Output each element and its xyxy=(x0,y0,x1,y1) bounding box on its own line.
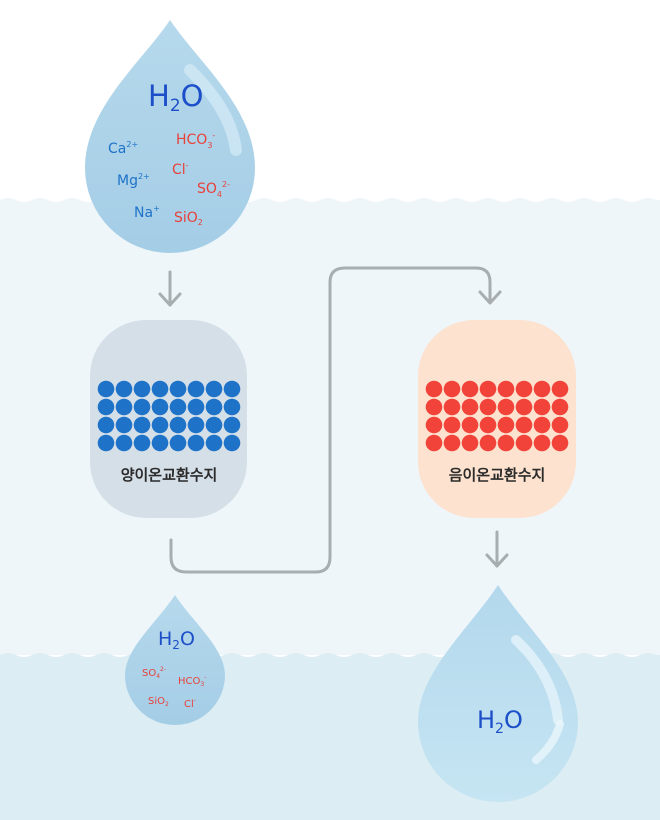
intermediate-anion-chloride: Cl- xyxy=(184,697,196,710)
anion-silica: SiO2 xyxy=(174,210,203,227)
intermediate-anion-sulfate: SO42- xyxy=(142,666,166,680)
cation-resin-label: 양이온교환수지 xyxy=(121,466,218,484)
anion-bicarbonate: HCO3- xyxy=(176,131,215,150)
pure-water-drop: H2O xyxy=(418,585,578,802)
anion-chloride: Cl- xyxy=(172,161,189,178)
anion-bead-grid-icon xyxy=(425,380,569,452)
raw-water-drop-shape xyxy=(85,20,255,253)
anion-sulfate: SO42- xyxy=(197,180,230,199)
anion-resin: 음이온교환수지 xyxy=(418,320,576,518)
intermediate-water-drop: H2O SO42- HCO3- SiO2 Cl- xyxy=(125,595,225,725)
pure-water-drop-shine xyxy=(532,720,564,764)
intermediate-anion-bicarbonate: HCO3- xyxy=(178,674,206,688)
intermediate-water-drop-shape xyxy=(125,595,225,725)
pure-water-h2o: H2O xyxy=(477,706,523,737)
arrow-down-1 xyxy=(158,270,182,307)
pure-water-drop-shape xyxy=(418,585,578,802)
cation-calcium: Ca2+ xyxy=(108,140,138,157)
raw-water-drop: H2O Ca2+ Mg2+ Na+ HCO3- Cl- SO42- SiO2 xyxy=(85,20,255,253)
cation-magnesium: Mg2+ xyxy=(117,172,150,189)
flow-connector xyxy=(169,266,492,574)
arrow-head-2 xyxy=(478,290,502,305)
raw-water-h2o: H2O xyxy=(148,79,203,116)
anion-resin-label: 음이온교환수지 xyxy=(449,466,546,484)
arrow-down-3 xyxy=(485,530,509,568)
intermediate-water-h2o: H2O xyxy=(158,628,195,652)
cation-bead-grid-icon xyxy=(97,380,241,452)
cation-resin: 양이온교환수지 xyxy=(90,320,247,518)
intermediate-anion-silica: SiO2 xyxy=(148,696,169,708)
cation-sodium: Na+ xyxy=(134,204,160,221)
raw-water-drop-highlight xyxy=(184,64,242,156)
pure-water-drop-highlight xyxy=(511,635,563,725)
